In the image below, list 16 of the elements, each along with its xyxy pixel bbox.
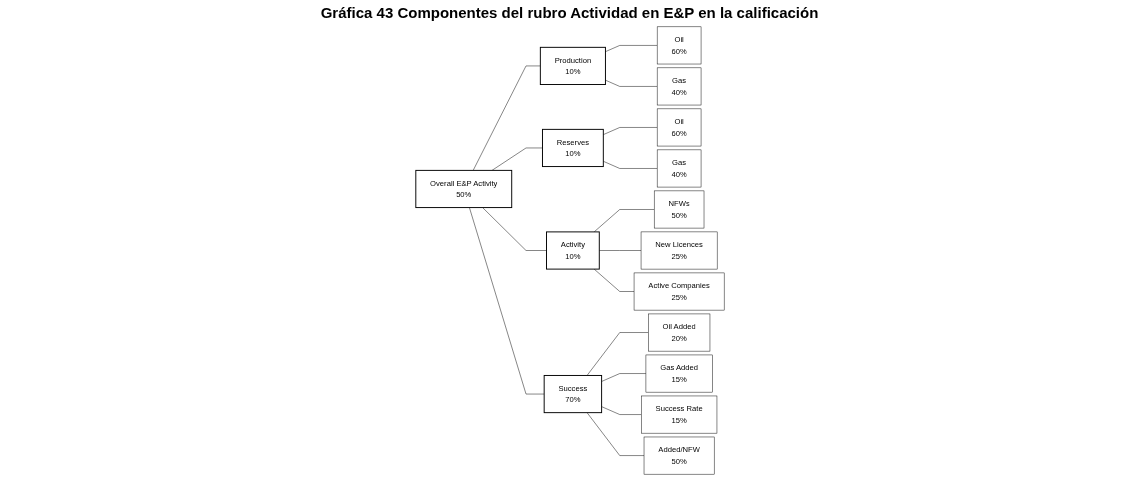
- connector: [472, 65, 541, 171]
- connector: [586, 412, 644, 456]
- connector: [593, 209, 654, 233]
- connector: [602, 161, 657, 169]
- connector: [491, 147, 543, 171]
- connector: [598, 250, 641, 251]
- connector: [586, 332, 648, 376]
- connector: [604, 45, 657, 52]
- connector: [604, 79, 657, 87]
- connector: [468, 207, 544, 395]
- connector: [481, 207, 547, 251]
- connector: [600, 406, 641, 415]
- connector: [602, 127, 657, 135]
- connector: [593, 268, 634, 292]
- diagram-title: Gráfica 43 Componentes del rubro Actividad en E&P en la calificación: [319, 4, 820, 21]
- connector: [600, 373, 646, 382]
